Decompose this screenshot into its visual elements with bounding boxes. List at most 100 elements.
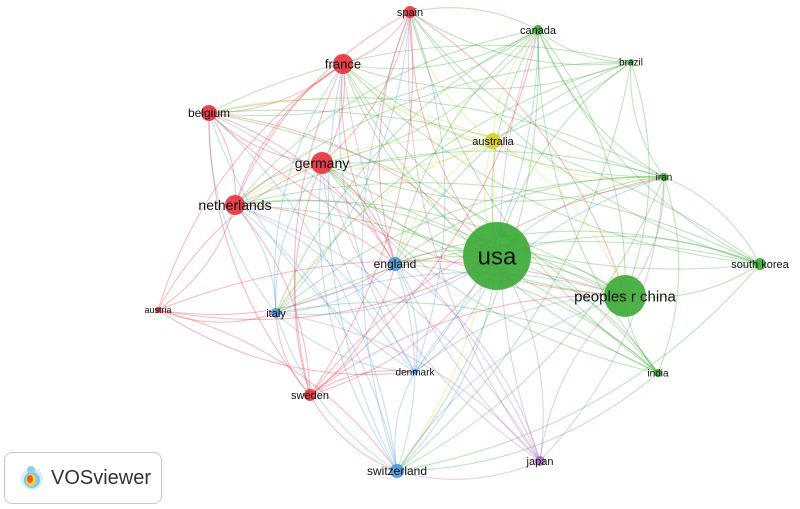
node-england[interactable] bbox=[388, 257, 402, 271]
link-south-korea-switzerland bbox=[396, 263, 761, 472]
link-china-germany bbox=[321, 162, 626, 297]
link-spain-netherlands bbox=[234, 11, 411, 206]
link-canada-italy bbox=[275, 29, 539, 314]
link-south-korea-spain bbox=[409, 11, 761, 265]
node-label-china: peoples r china bbox=[574, 288, 676, 305]
link-iran-switzerland bbox=[396, 176, 665, 472]
link-sweden-germany bbox=[294, 162, 323, 396]
link-denmark-switzerland bbox=[394, 371, 416, 472]
node-label-sweden: sweden bbox=[291, 390, 329, 402]
node-label-australia: australia bbox=[472, 136, 514, 148]
link-australia-belgium bbox=[208, 99, 494, 142]
link-india-spain bbox=[409, 11, 659, 374]
link-belgium-france bbox=[208, 63, 344, 114]
node-india[interactable] bbox=[654, 369, 662, 377]
link-brazil-china bbox=[624, 61, 650, 297]
node-japan[interactable] bbox=[535, 456, 545, 466]
node-spain[interactable] bbox=[404, 6, 416, 18]
link-austria-france bbox=[157, 63, 344, 311]
link-brazil-belgium bbox=[208, 44, 632, 114]
link-australia-germany bbox=[321, 140, 494, 170]
vosviewer-logo: VOSviewer bbox=[4, 452, 162, 504]
link-spain-china bbox=[409, 11, 626, 297]
node-sweden[interactable] bbox=[304, 389, 316, 401]
link-brazil-iran bbox=[630, 61, 665, 178]
link-south-korea-england bbox=[394, 230, 761, 265]
node-china[interactable] bbox=[604, 275, 646, 317]
link-italy-spain bbox=[275, 11, 411, 314]
link-japan-switzerland bbox=[396, 460, 541, 480]
node-label-italy: italy bbox=[266, 308, 286, 320]
link-denmark-england bbox=[394, 263, 418, 373]
node-germany[interactable] bbox=[311, 152, 333, 174]
node-usa[interactable] bbox=[463, 222, 531, 290]
link-brazil-france bbox=[342, 61, 632, 90]
link-japan-netherlands bbox=[234, 204, 541, 462]
link-austria-usa bbox=[157, 255, 498, 321]
node-layer bbox=[155, 6, 766, 478]
node-netherlands[interactable] bbox=[225, 195, 245, 215]
link-iran-italy bbox=[275, 176, 665, 314]
node-australia[interactable] bbox=[485, 133, 501, 149]
link-china-france bbox=[342, 63, 626, 297]
link-brazil-netherlands bbox=[234, 61, 632, 206]
link-italy-england bbox=[275, 263, 396, 314]
node-south-korea[interactable] bbox=[754, 258, 766, 270]
link-italy-netherlands bbox=[234, 204, 277, 314]
link-denmark-italy bbox=[275, 312, 416, 373]
link-australia-france bbox=[342, 63, 494, 142]
link-belgium-usa bbox=[208, 112, 498, 257]
link-australia-spain bbox=[409, 11, 494, 142]
node-france[interactable] bbox=[333, 54, 353, 74]
link-sweden-belgium bbox=[208, 112, 311, 396]
node-canada[interactable] bbox=[533, 25, 543, 35]
link-australia-italy bbox=[275, 140, 494, 314]
link-denmark-france bbox=[339, 63, 416, 373]
vosviewer-logo-icon bbox=[21, 466, 43, 490]
link-netherlands-england bbox=[234, 204, 396, 265]
link-italy-france bbox=[274, 63, 344, 314]
node-label-usa: usa bbox=[478, 243, 517, 270]
node-brazil[interactable] bbox=[628, 59, 634, 65]
node-label-austria: austria bbox=[144, 305, 171, 315]
link-iran-france bbox=[342, 63, 665, 178]
link-canada-france bbox=[342, 29, 539, 70]
link-sweden-spain bbox=[309, 11, 414, 396]
node-label-switzerland: switzerland bbox=[367, 464, 427, 478]
link-india-canada bbox=[537, 29, 659, 374]
link-canada-belgium bbox=[208, 29, 539, 117]
link-iran-germany bbox=[321, 162, 665, 202]
link-japan-italy bbox=[275, 312, 541, 462]
node-austria[interactable] bbox=[155, 307, 161, 313]
link-austria-netherlands bbox=[157, 204, 236, 311]
node-label-brazil: brazil bbox=[619, 58, 643, 69]
node-italy[interactable] bbox=[271, 308, 281, 318]
link-australia-switzerland bbox=[396, 140, 495, 472]
node-denmark[interactable] bbox=[412, 369, 418, 375]
link-china-netherlands bbox=[234, 200, 626, 297]
link-south-korea-canada bbox=[537, 29, 761, 265]
node-belgium[interactable] bbox=[201, 105, 217, 121]
node-label-belgium: belgium bbox=[188, 106, 230, 120]
link-france-netherlands bbox=[234, 63, 344, 206]
node-switzerland[interactable] bbox=[390, 464, 404, 478]
link-switzerland-belgium bbox=[208, 112, 398, 472]
node-label-netherlands: netherlands bbox=[198, 197, 271, 213]
node-label-france: france bbox=[325, 57, 361, 72]
link-japan-belgium bbox=[208, 112, 541, 462]
link-brazil-canada bbox=[537, 29, 632, 63]
link-france-germany bbox=[321, 63, 346, 164]
link-iran-netherlands bbox=[234, 150, 665, 206]
node-iran[interactable] bbox=[660, 173, 668, 181]
link-south-korea-germany bbox=[321, 162, 761, 270]
link-japan-china bbox=[539, 295, 626, 462]
link-canada-england bbox=[394, 29, 539, 265]
node-label-japan: japan bbox=[526, 456, 554, 468]
link-denmark-netherlands bbox=[234, 204, 416, 373]
link-japan-germany bbox=[321, 162, 541, 462]
link-brazil-switzerland bbox=[396, 61, 632, 472]
link-switzerland-china bbox=[396, 295, 626, 472]
link-south-korea-netherlands bbox=[234, 182, 761, 265]
